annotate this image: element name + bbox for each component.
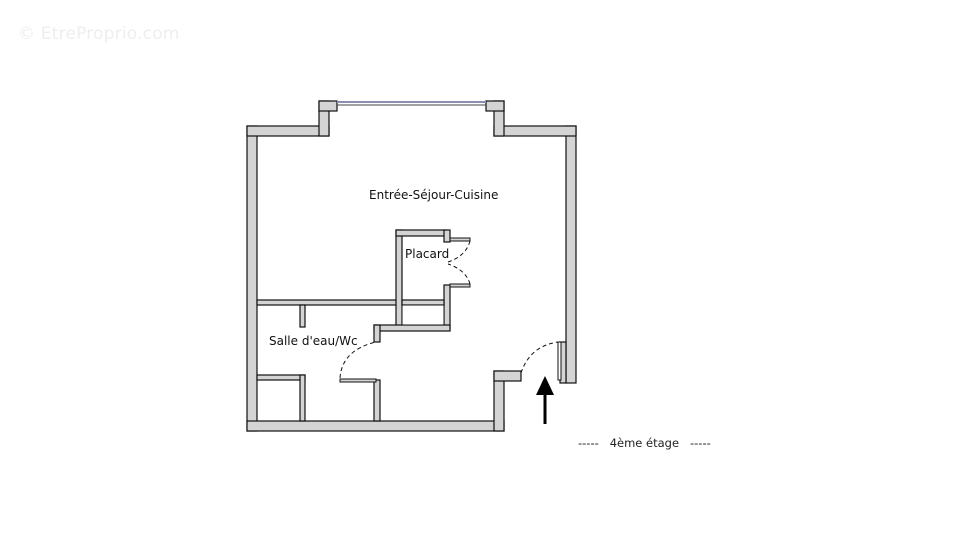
closet-doors bbox=[449, 237, 471, 288]
closet-wall-right-top bbox=[443, 229, 451, 243]
closet-wall-left bbox=[395, 229, 403, 331]
closet-bottom bbox=[373, 324, 451, 332]
entrance-arrow-icon bbox=[536, 376, 554, 424]
wall-entry-left-stub bbox=[493, 370, 522, 382]
bathroom-door bbox=[339, 341, 377, 383]
wall-top-right-cap bbox=[485, 100, 505, 112]
closet-shelf-divider bbox=[401, 299, 445, 306]
wc-box-top bbox=[256, 374, 306, 381]
bath-wall-lower bbox=[373, 379, 381, 422]
closet-wall-top bbox=[395, 229, 447, 237]
wall-left bbox=[246, 125, 258, 432]
wall-top-right bbox=[493, 125, 577, 137]
wall-partition-stub bbox=[299, 304, 306, 328]
room-label-closet: Placard bbox=[405, 247, 450, 261]
closet-wall-right-bottom bbox=[443, 284, 451, 331]
wall-bottom bbox=[246, 420, 505, 432]
wall-top-left bbox=[246, 125, 330, 137]
entry-door bbox=[520, 341, 562, 381]
bath-door-jamb bbox=[373, 324, 381, 343]
window bbox=[337, 101, 486, 106]
watermark: © EtreProprio.com bbox=[18, 24, 180, 44]
wall-right bbox=[565, 125, 577, 384]
room-label-main: Entrée-Séjour-Cuisine bbox=[369, 188, 499, 202]
wall-partition-horizontal bbox=[256, 299, 401, 306]
room-label-bathroom: Salle d'eau/Wc bbox=[269, 334, 358, 348]
wc-box-right bbox=[299, 374, 306, 422]
wall-top-left-cap bbox=[318, 100, 338, 112]
floor-label: ----- 4ème étage ----- bbox=[578, 436, 711, 450]
